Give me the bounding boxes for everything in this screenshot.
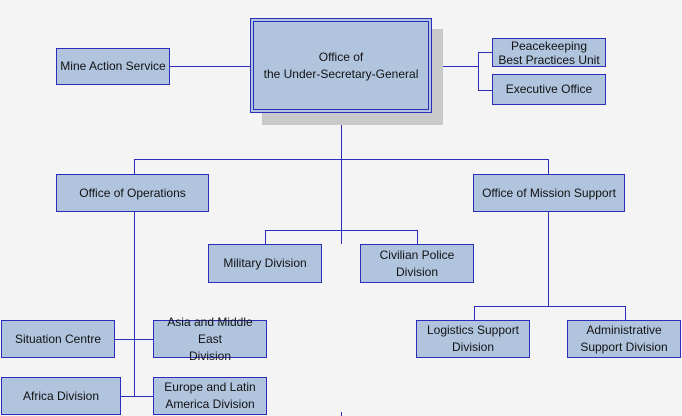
best-practices-label: Peacekeeping Best Practices Unit bbox=[498, 38, 600, 67]
military-box: Military Division bbox=[208, 244, 322, 283]
europe-la-box: Europe and Latin America Division bbox=[153, 377, 267, 415]
administrative-label: Administrative Support Division bbox=[580, 323, 668, 354]
situation-centre-box: Situation Centre bbox=[1, 320, 115, 358]
logistics-label: Logistics Support Division bbox=[426, 323, 520, 354]
mission-support-box: Office of Mission Support bbox=[473, 174, 625, 212]
mission-support-label: Office of Mission Support bbox=[482, 185, 616, 200]
usg-label: Office of the Under-Secretary-General bbox=[263, 49, 419, 81]
executive-label: Executive Office bbox=[505, 82, 593, 96]
logistics-box: Logistics Support Division bbox=[416, 320, 530, 358]
military-label: Military Division bbox=[223, 256, 307, 270]
asia-me-label: Asia and Middle East Division bbox=[167, 314, 253, 363]
operations-box: Office of Operations bbox=[56, 174, 209, 212]
asia-me-box: Asia and Middle East Division bbox=[153, 315, 267, 363]
mine-action-label: Mine Action Service bbox=[60, 59, 166, 73]
administrative-box: Administrative Support Division bbox=[567, 320, 681, 358]
best-practices-box: Peacekeeping Best Practices Unit bbox=[492, 38, 606, 67]
operations-label: Office of Operations bbox=[79, 185, 186, 200]
europe-la-label: Europe and Latin America Division bbox=[164, 380, 256, 411]
situation-centre-label: Situation Centre bbox=[14, 331, 102, 346]
africa-label: Africa Division bbox=[22, 388, 100, 403]
usg-box: Office of the Under-Secretary-General bbox=[250, 18, 432, 113]
civilian-police-box: Civilian Police Division bbox=[360, 244, 474, 283]
executive-box: Executive Office bbox=[492, 74, 606, 105]
mine-action-box: Mine Action Service bbox=[56, 48, 170, 85]
civilian-police-label: Civilian Police Division bbox=[379, 247, 455, 279]
africa-box: Africa Division bbox=[1, 377, 121, 415]
